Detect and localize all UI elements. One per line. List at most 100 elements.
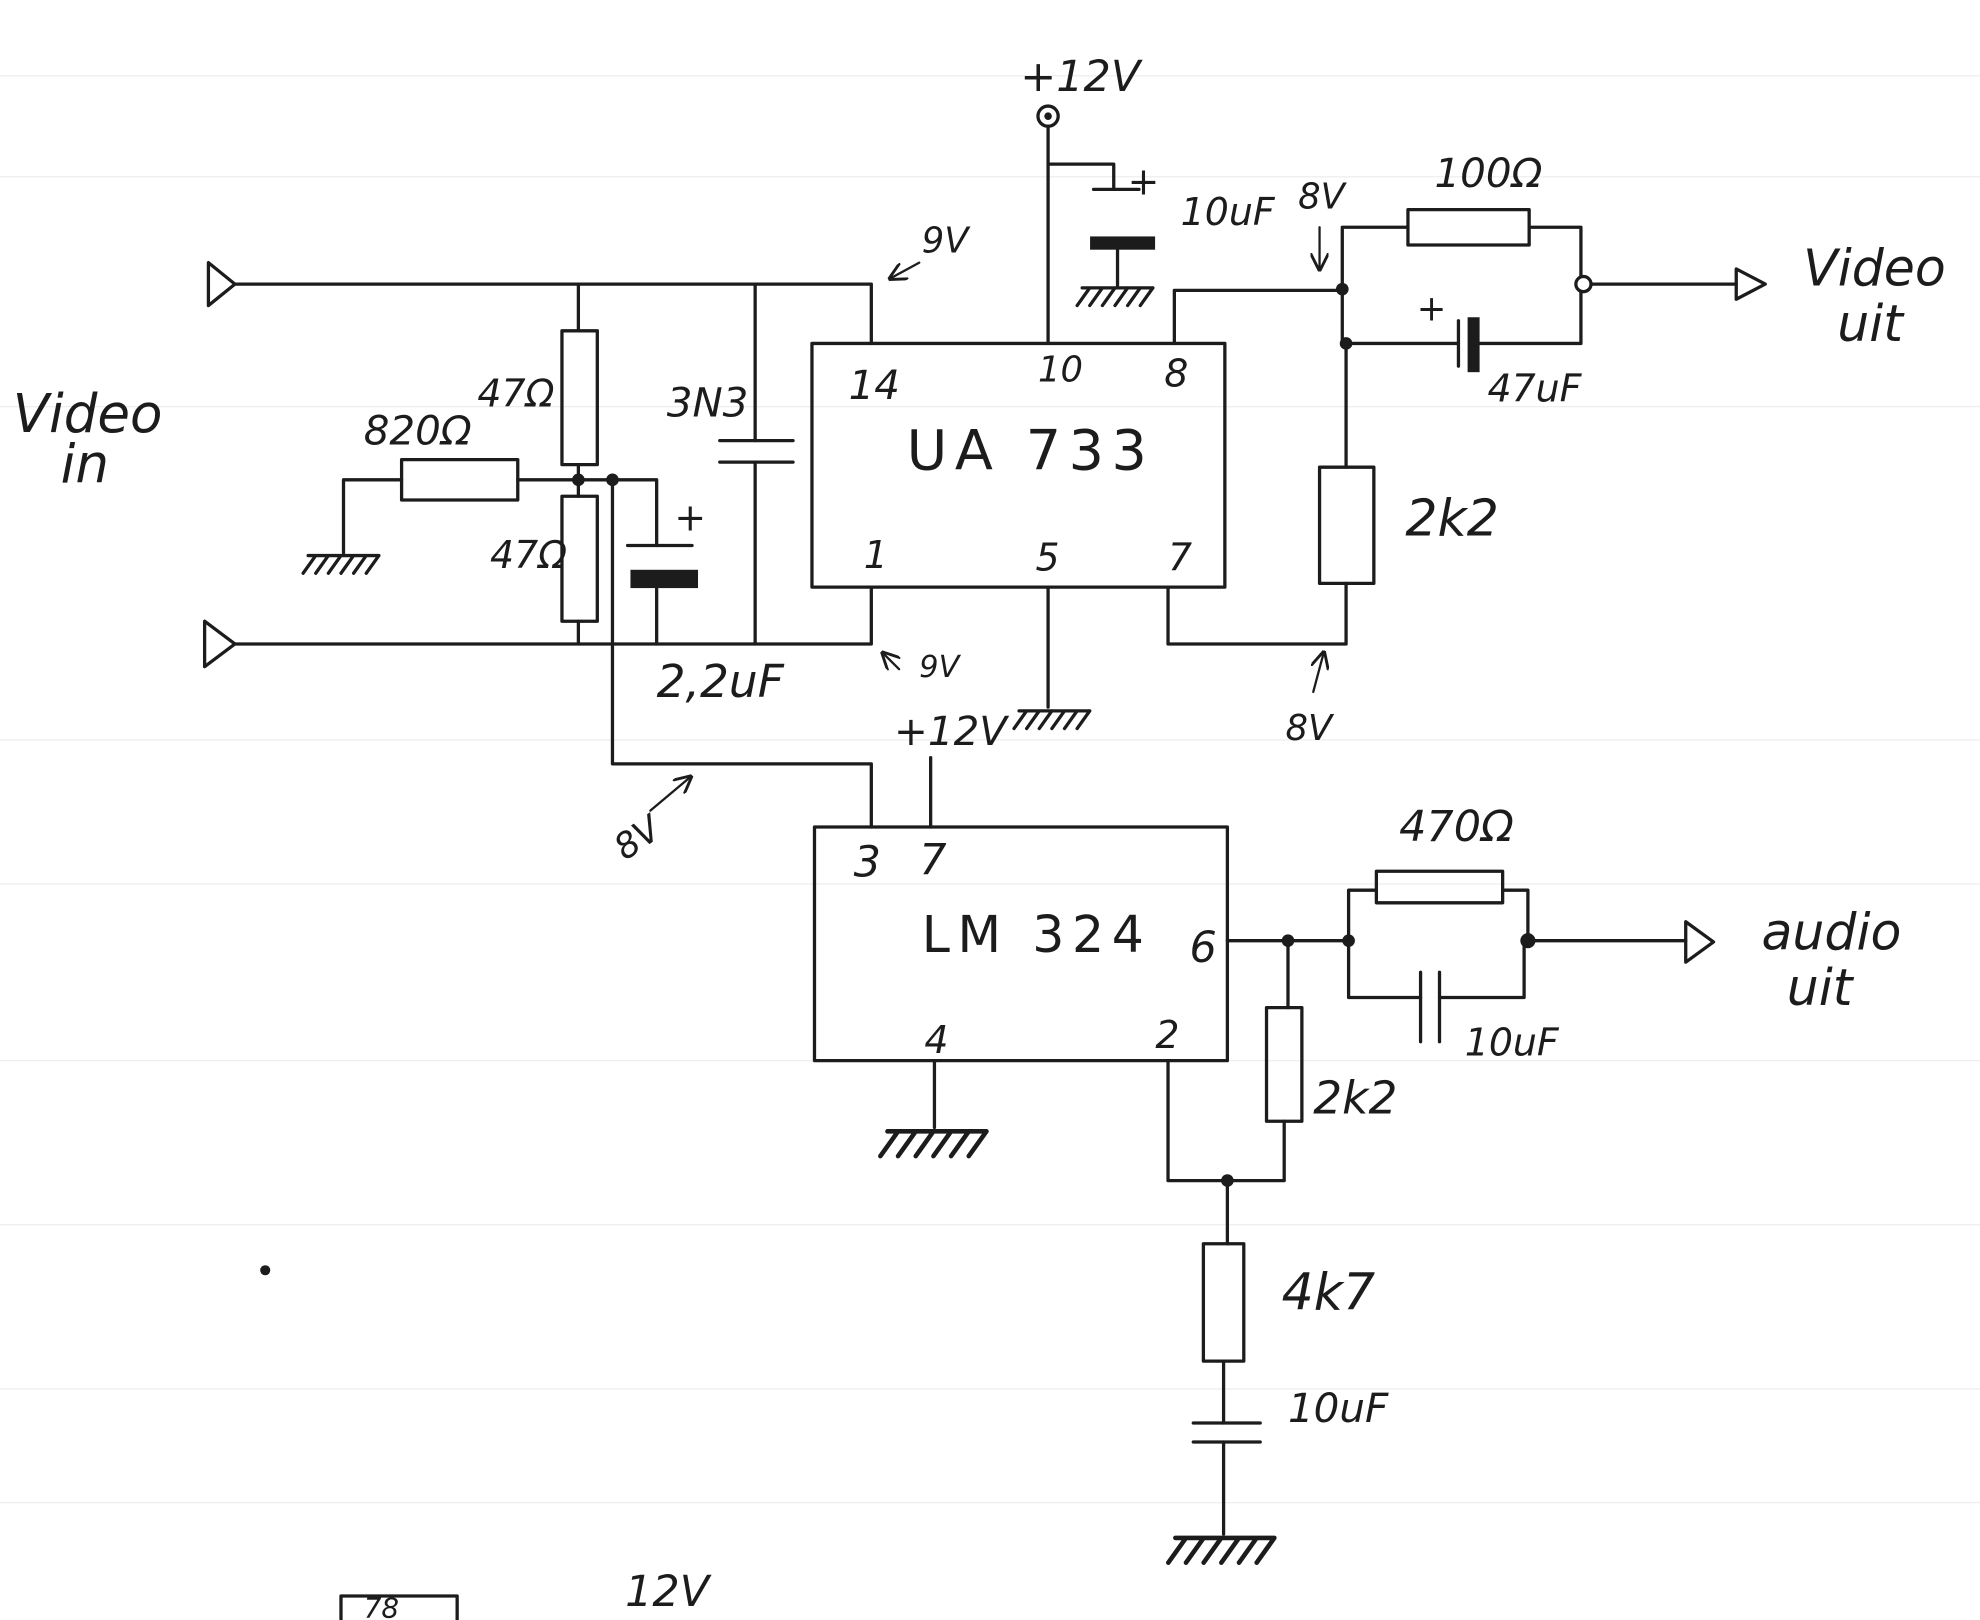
supply-label-lm324: +12V: [894, 707, 1009, 755]
label-r-video-pin7: 2k2: [1405, 488, 1499, 547]
audio-out-label-line1: audio: [1761, 903, 1901, 962]
regulator-label: 78: [364, 1591, 399, 1620]
resistor-body: [560, 494, 599, 623]
wire: [1172, 288, 1344, 346]
ground-symbol: [1075, 286, 1155, 308]
resistor-bias-top-47-ohm: [560, 282, 599, 482]
wire: [1346, 939, 1423, 1000]
terminal-arrow: [1684, 920, 1716, 964]
terminal-arrow: [1734, 267, 1767, 301]
capacitor-bias-2-2uf: [610, 478, 699, 646]
label-c-bias: 2,2uF: [657, 655, 785, 708]
wire: [1346, 888, 1379, 943]
ground-symbol: [301, 553, 381, 575]
wire: [1501, 888, 1530, 943]
wire: [233, 282, 873, 346]
pin-label-14: 14: [849, 361, 900, 409]
pin-label-10: 10: [1038, 349, 1083, 390]
resistor-feedback-100-ohm: [1340, 207, 1583, 291]
voltage-label-pin1: 9V: [919, 650, 961, 685]
video-input-terminal-top: [206, 260, 873, 346]
pin-label-2: 2: [1155, 1013, 1179, 1057]
resistor-body: [1201, 1242, 1246, 1363]
polarity-mark: +: [1128, 159, 1160, 203]
supply-label-bottom: 12V: [625, 1567, 712, 1617]
polarity-mark: +: [1417, 289, 1447, 330]
label-c-input: 3N3: [667, 379, 749, 427]
pin-label-7: 7: [919, 835, 946, 885]
label-r-audio-pin2: 2k2: [1313, 1072, 1397, 1125]
pin-label-3: 3: [854, 837, 881, 887]
label-c-feedback-audio: 10uF: [1465, 1021, 1560, 1065]
label-r-feedback-audio: 470Ω: [1399, 802, 1514, 852]
resistor-ground-4k7: [1201, 1178, 1246, 1425]
terminal-dot: [1044, 112, 1052, 120]
capacitor-ground-10uf: [1168, 1421, 1274, 1563]
label-r-bias-bottom: 47Ω: [490, 533, 567, 577]
resistor-body: [560, 329, 599, 467]
pin-label-7: 7: [1168, 536, 1192, 580]
pin-label-6: 6: [1190, 923, 1217, 973]
supply-terminal-top: [1036, 104, 1060, 346]
voltage-label-pin8: 8V: [1298, 176, 1347, 217]
terminal-arrow: [202, 619, 237, 669]
pen-dot: [260, 1265, 271, 1276]
label-r-bias-ground: 820Ω: [364, 406, 472, 454]
label-c-audio-ground: 10uF: [1288, 1384, 1389, 1432]
wire: [1527, 225, 1583, 286]
capacitor-feedback-10uf: [1346, 939, 1526, 1044]
capacitor-plate-polarized: [1467, 317, 1480, 373]
wire: [1437, 939, 1526, 1000]
video-output-terminal: [1589, 267, 1767, 301]
voltage-arrow: [649, 778, 689, 812]
voltage-label-pin14: 9V: [922, 221, 971, 262]
resistor-bias-bottom-47-ohm: [560, 478, 599, 646]
video-out-label-line2: uit: [1837, 294, 1905, 353]
wire: [1340, 225, 1410, 291]
resistor-body: [1374, 869, 1505, 905]
wire: [610, 478, 873, 829]
label-r-feedback-video: 100Ω: [1434, 149, 1542, 197]
ground-symbol: [1012, 709, 1092, 731]
ic-body: [810, 341, 1227, 589]
voltage-label-pin3: 8V: [607, 807, 671, 869]
audio-out-label-line2: uit: [1787, 958, 1855, 1017]
video-in-label-line2: in: [61, 433, 109, 495]
capacitor-supply-10uf: [1046, 162, 1156, 308]
wire: [1477, 282, 1583, 346]
capacitor-plate-polarized: [1090, 236, 1156, 250]
resistor-pin7-2k2: [1166, 341, 1376, 646]
audio-output-terminal: [1526, 920, 1716, 964]
ic-ua733: 14 10 8 UA 733 1 5 7: [810, 341, 1227, 589]
ic-name: UA 733: [907, 419, 1155, 484]
voltage-arrow: [1313, 654, 1323, 694]
label-c-video-out: 47uF: [1487, 367, 1582, 411]
video-out-label-line1: Video: [1803, 238, 1946, 297]
resistor-feedback-470-ohm: [1346, 869, 1530, 943]
label-r-audio-ground: 4k7: [1282, 1262, 1376, 1321]
wire: [1166, 581, 1348, 646]
ic-body: [812, 825, 1230, 1063]
video-input-terminal-bottom: [202, 585, 873, 669]
resistor-body: [1317, 465, 1376, 585]
ic-lm324: 3 7 LM 324 6 4 2: [812, 825, 1230, 1063]
capacitor-input-3n3: [718, 282, 795, 646]
pin-label-4: 4: [924, 1018, 948, 1062]
resistor-body: [1264, 1005, 1304, 1123]
ground-symbol: [1168, 1538, 1274, 1563]
ic-name: LM 324: [922, 905, 1152, 964]
junction-dot: [1574, 274, 1593, 294]
ground-symbol: [880, 1131, 986, 1156]
resistor-body: [399, 457, 520, 502]
regulator-box: [339, 1594, 459, 1620]
capacitor-plate-polarized: [630, 569, 699, 589]
wire: [341, 478, 404, 555]
resistor-body: [1406, 207, 1531, 247]
wire: [1046, 162, 1116, 192]
voltage-label-pin7: 8V: [1285, 708, 1334, 749]
voltage-arrow: [884, 654, 899, 669]
label-r-bias-top: 47Ω: [477, 372, 554, 416]
polarity-mark: +: [674, 495, 706, 539]
capacitor-video-out-47uf: [1344, 282, 1583, 373]
